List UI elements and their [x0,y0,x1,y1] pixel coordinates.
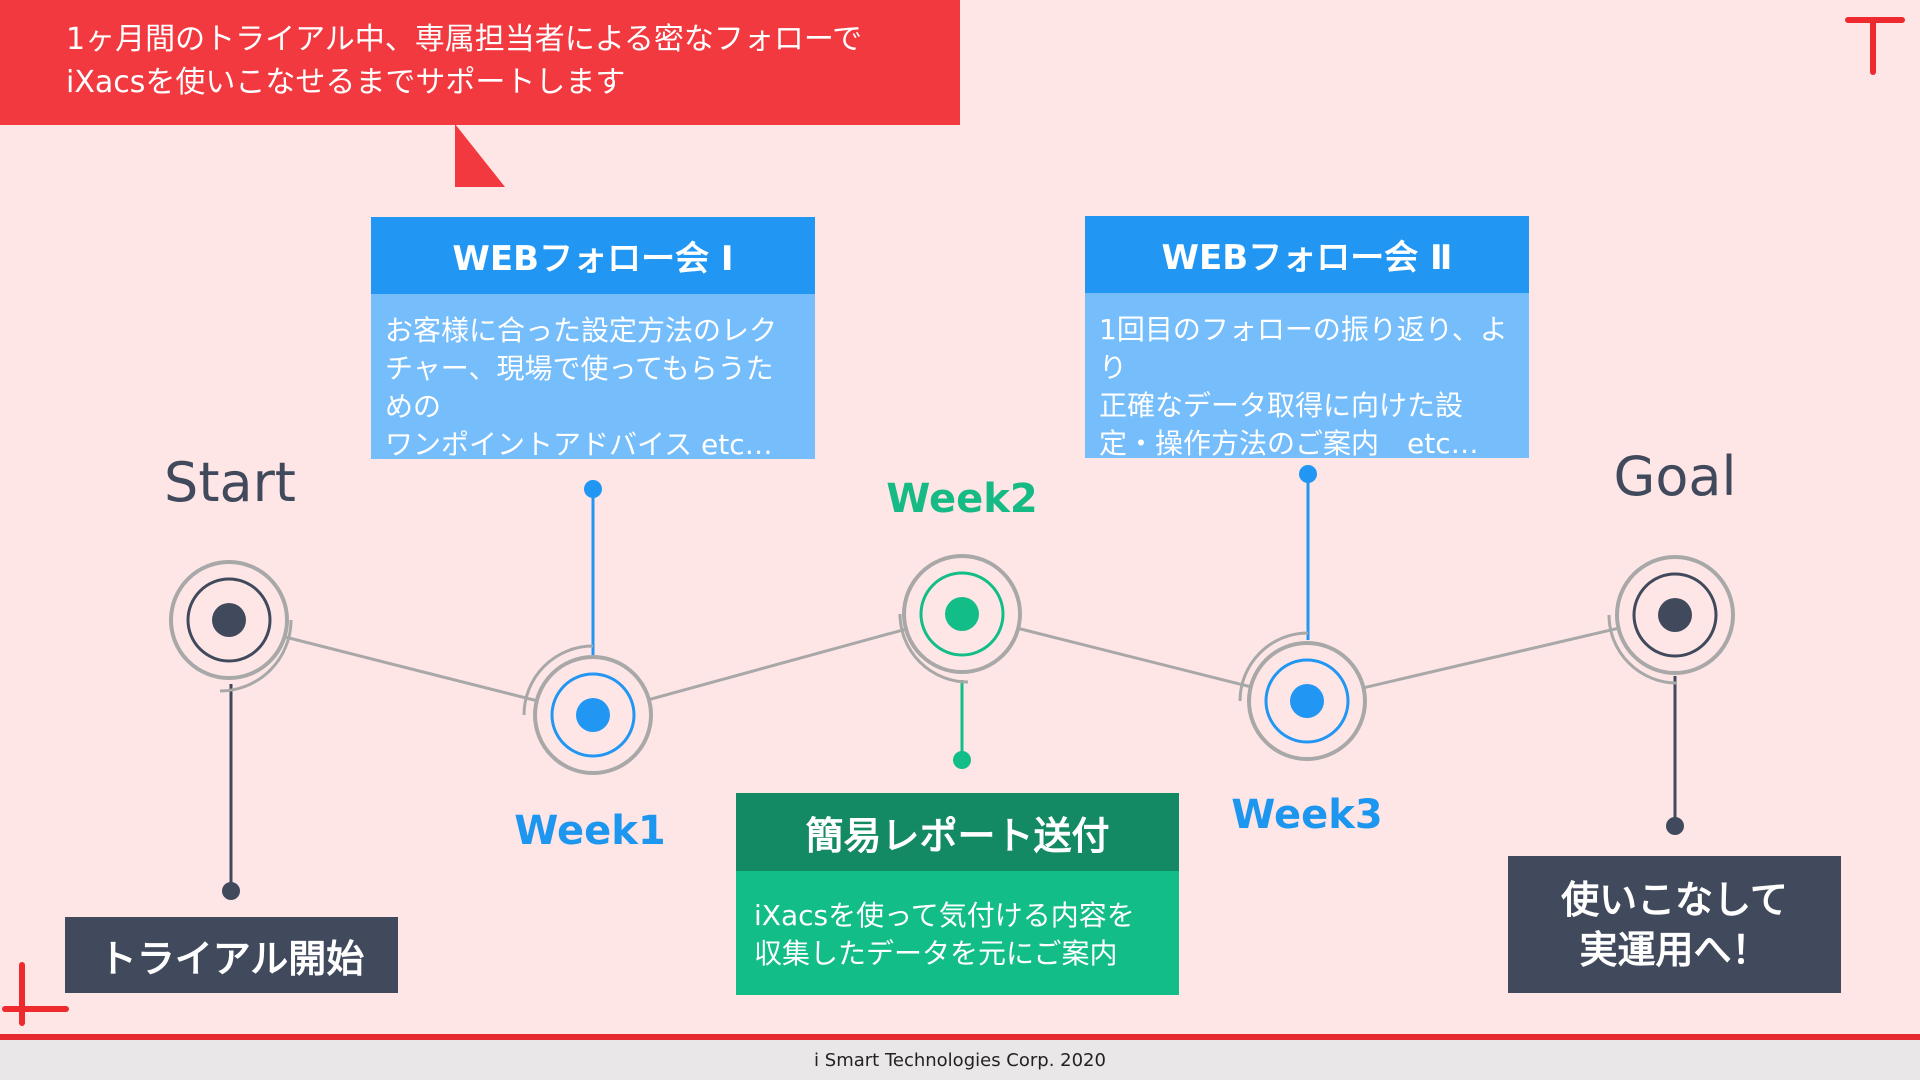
report-title: 簡易レポート送付 [736,793,1179,871]
stage-label-start: Start [164,451,296,514]
web-follow-1-card: WEBフォロー会 Ⅰ お客様に合った設定方法のレク チャー、現場で使ってもらうた… [371,217,815,461]
start-node [169,560,293,693]
start-connector-dot [222,882,240,900]
intro-callout-pointer [455,124,505,187]
week2-connector-dot [953,751,971,769]
goal-node [1607,555,1735,685]
intro-callout-text: 1ヶ月間のトライアル中、専属担当者による密なフォローで iXacsを使いこなせる… [66,22,863,100]
footer-divider [0,1034,1920,1040]
goal-box: 使いこなして 実運用へ！ [1508,856,1841,993]
intro-callout: 1ヶ月間のトライアル中、専属担当者による密なフォローで iXacsを使いこなせる… [0,0,960,125]
footer: i Smart Technologies Corp. 2020 [0,1040,1920,1080]
corner-mark-bottom-left-h [2,1006,69,1012]
week2-node [898,554,1022,684]
week3-node [1238,631,1367,761]
footer-copyright: i Smart Technologies Corp. 2020 [814,1049,1106,1071]
stage-label-week2: Week2 [886,476,1038,522]
trial-start-box: トライアル開始 [65,917,398,993]
web-follow-2-title: WEBフォロー会 Ⅱ [1085,216,1529,293]
web-follow-1-title: WEBフォロー会 Ⅰ [371,217,815,294]
stage-label-goal: Goal [1613,445,1737,508]
week1-connector-dot [584,480,602,498]
corner-mark-top-right-v [1870,17,1876,75]
web-follow-1-body: お客様に合った設定方法のレク チャー、現場で使ってもらうための ワンポイントアド… [371,294,815,461]
stage-label-week3: Week3 [1231,792,1383,838]
timeline-diagram [169,465,1735,900]
week3-connector-dot [1299,465,1317,483]
week1-node [522,644,653,775]
report-body: iXacsを使って気付ける内容を 収集したデータを元にご案内 [736,871,1179,995]
report-card: 簡易レポート送付 iXacsを使って気付ける内容を 収集したデータを元にご案内 [736,793,1179,995]
stage-label-week1: Week1 [514,808,666,854]
goal-connector-dot [1666,817,1684,835]
web-follow-2-card: WEBフォロー会 Ⅱ 1回目のフォローの振り返り、より 正確なデータ取得に向けた… [1085,216,1529,460]
web-follow-2-body: 1回目のフォローの振り返り、より 正確なデータ取得に向けた設 定・操作方法のご案… [1085,293,1529,460]
corner-mark-bottom-left-v [19,962,25,1026]
